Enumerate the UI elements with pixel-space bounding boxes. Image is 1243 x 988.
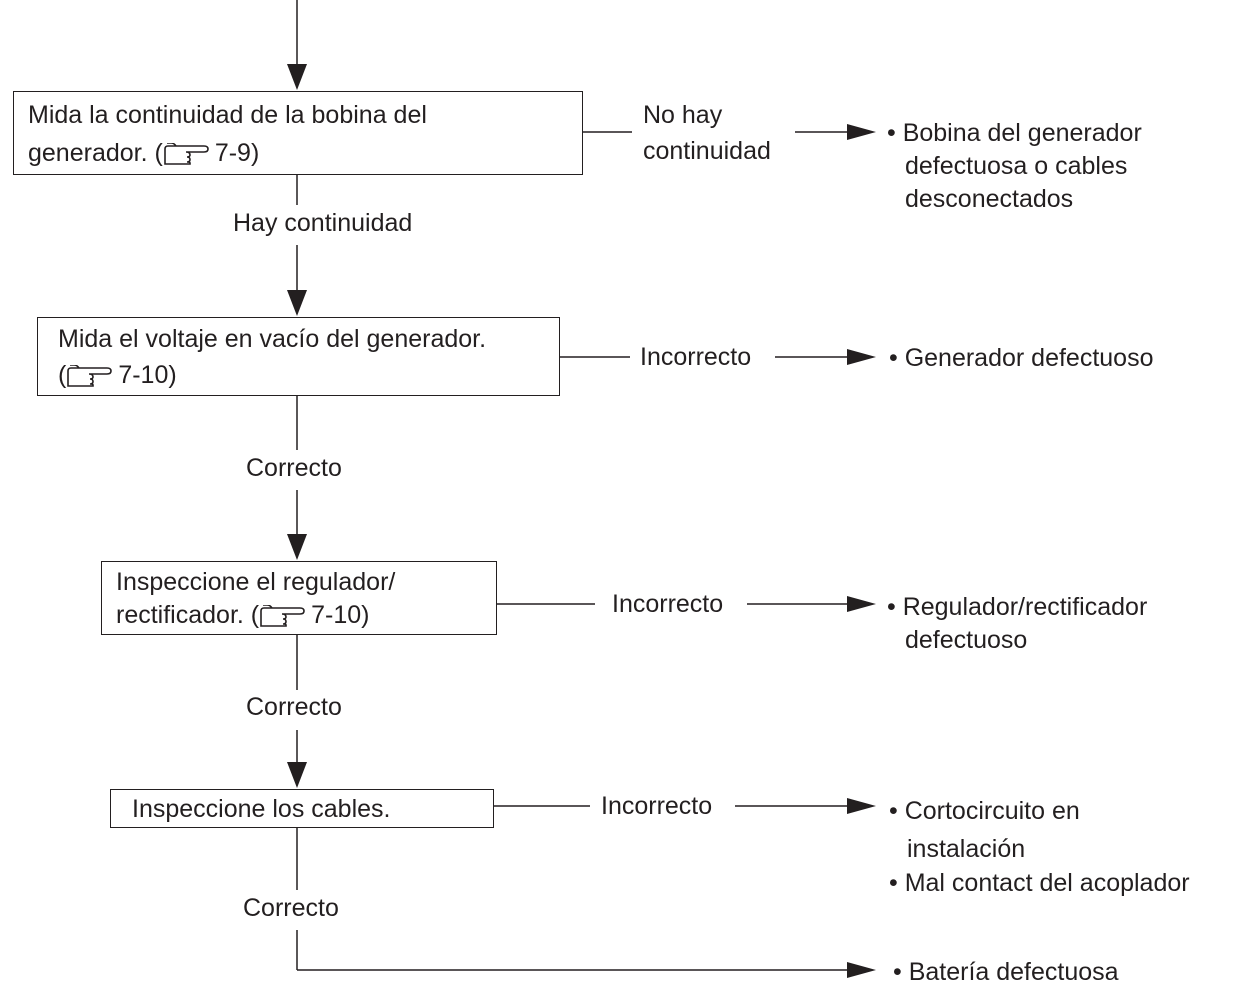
result-regulator-1: • Regulador/rectificador: [887, 593, 1148, 621]
result-battery: • Batería defectuosa: [893, 958, 1119, 986]
label-incorrect-4: Incorrecto: [601, 792, 713, 820]
result-coil-1: • Bobina del generador: [887, 119, 1142, 147]
step2-line2: (7-10): [58, 360, 177, 391]
label-correct-3: Correcto: [246, 693, 342, 721]
step-box-generator-coil: [13, 91, 583, 175]
label-has-continuity: Hay continuidad: [233, 209, 413, 237]
result-coil-3: desconectados: [905, 185, 1074, 213]
result-coil-2: defectuosa o cables: [905, 152, 1128, 180]
step-box-cables: [110, 789, 494, 828]
step3-line1: Inspeccione el regulador/: [116, 568, 396, 596]
label-correct-4: Correcto: [243, 894, 339, 922]
pointing-hand-icon: [164, 142, 209, 165]
pointing-hand-icon: [260, 604, 305, 627]
result-short-2: instalación: [907, 835, 1026, 863]
label-incorrect-2: Incorrecto: [640, 343, 752, 371]
label-no-continuity-1: No hay: [643, 101, 723, 129]
step3-ref: 7-10): [311, 601, 370, 629]
step3-line2-text: rectificador. (: [116, 601, 260, 629]
step4-line1: Inspeccione los cables.: [132, 795, 391, 823]
result-generator: • Generador defectuoso: [889, 344, 1154, 372]
result-short-1: • Cortocircuito en: [889, 797, 1080, 825]
pointing-hand-icon: [67, 364, 113, 387]
step2-line2-text: (: [58, 361, 67, 389]
label-incorrect-3: Incorrecto: [612, 590, 724, 618]
step1-line1: Mida la continuidad de la bobina del: [28, 101, 427, 129]
step1-ref: 7-9): [214, 139, 260, 167]
step2-line1: Mida el voltaje en vacío del generador.: [58, 325, 487, 353]
step-box-open-voltage: [37, 317, 560, 396]
step-box-regulator: [101, 561, 497, 635]
label-correct-2: Correcto: [246, 454, 342, 482]
result-connector: • Mal contact del acoplador: [889, 869, 1190, 897]
step2-ref: 7-10): [118, 361, 177, 389]
step1-line2: generador. ( 7-9): [28, 138, 259, 169]
step3-line2: rectificador. ( 7-10): [116, 600, 369, 631]
result-regulator-2: defectuoso: [905, 626, 1028, 654]
label-no-continuity-2: continuidad: [643, 137, 771, 165]
step1-line2-text: generador. (: [28, 139, 163, 167]
